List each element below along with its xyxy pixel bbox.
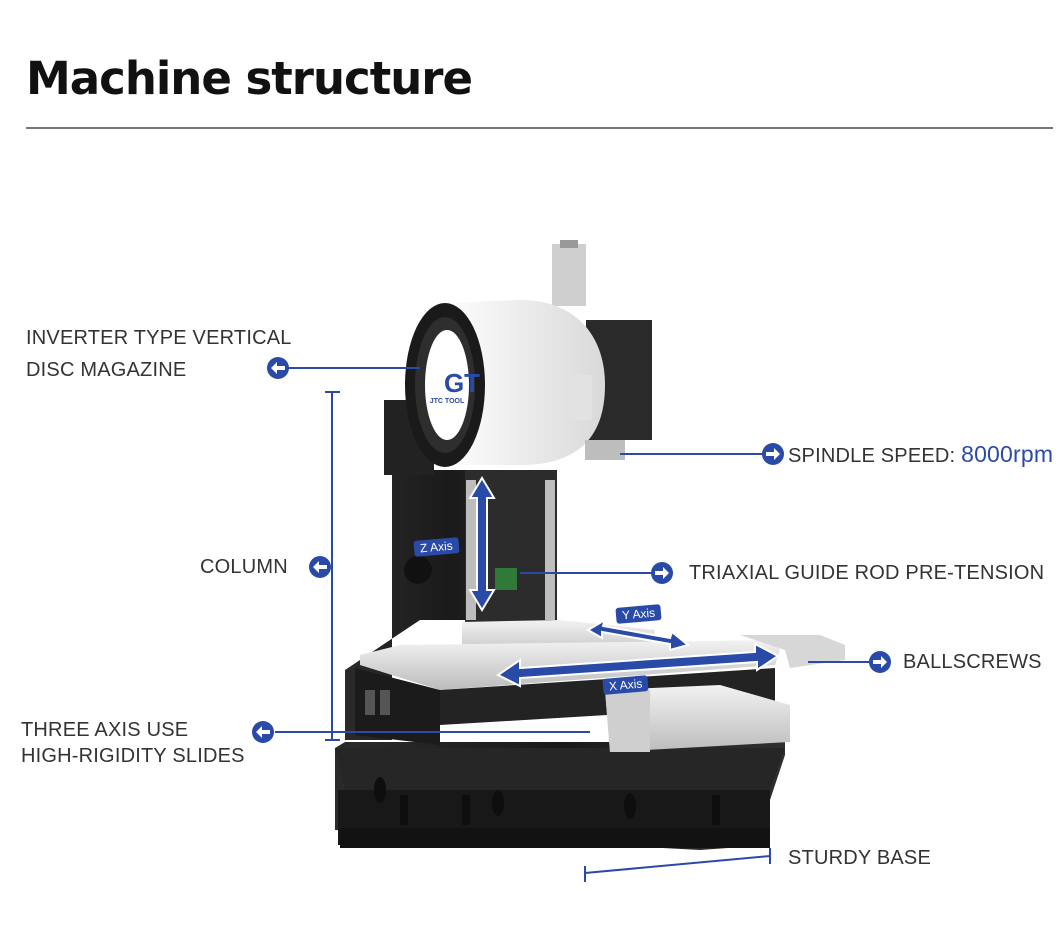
magazine-callout-line1: INVERTER TYPE VERTICAL — [26, 327, 292, 349]
magazine-callout-line2: DISC MAGAZINE — [26, 359, 187, 381]
base-callout: STURDY BASE — [788, 847, 931, 869]
magazine-callout: INVERTER TYPE VERTICAL DISC MAGAZINE — [26, 322, 292, 386]
spindle-speed-value: 8000rpm — [961, 441, 1054, 467]
slides-callout: THREE AXIS USE HIGH-RIGIDITY SLIDES — [21, 717, 245, 769]
guide-rod-callout: TRIAXIAL GUIDE ROD PRE-TENSION — [689, 562, 1045, 584]
leader-lines — [275, 367, 870, 882]
title-divider — [26, 127, 1053, 129]
arrow-circle-icon — [651, 562, 673, 584]
slides-callout-line2: HIGH-RIGIDITY SLIDES — [21, 745, 245, 767]
spindle-callout-label: SPINDLE SPEED: — [788, 445, 956, 467]
y-axis-arrow — [586, 617, 691, 652]
z-axis-arrow — [468, 476, 496, 612]
x-axis-arrow — [496, 642, 780, 688]
arrow-circle-icon — [267, 357, 289, 379]
tool-magazine: JTC TOOL GT — [405, 240, 652, 467]
column-callout: COLUMN — [200, 556, 288, 578]
ballscrews-callout: BALLSCREWS — [903, 651, 1042, 673]
sturdy-base — [335, 742, 785, 850]
worktable — [355, 620, 845, 752]
spindle-callout: SPINDLE SPEED: 8000rpm — [788, 438, 1053, 472]
brand-logo-icon: GT — [444, 368, 480, 398]
arrow-circle-icon — [762, 443, 784, 465]
slides-callout-line1: THREE AXIS USE — [21, 719, 189, 741]
page-title: Machine structure — [26, 52, 473, 105]
arrow-circle-icon — [252, 721, 274, 743]
arrow-circle-icon — [869, 651, 891, 673]
brand-logo-text: JTC TOOL — [430, 398, 465, 405]
arrow-circle-icon — [309, 556, 331, 578]
